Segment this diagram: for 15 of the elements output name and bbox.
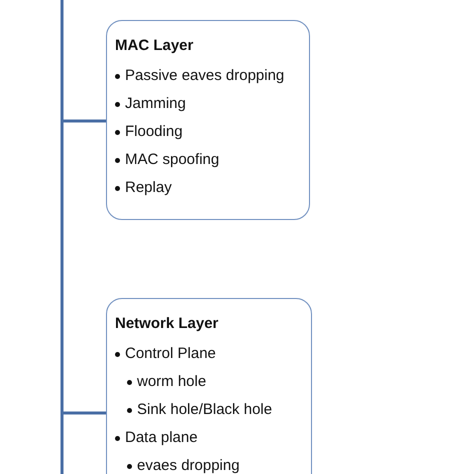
layer-box [106,298,312,474]
bullet-item: Replay [125,178,172,198]
bullet-item: worm hole [137,372,206,392]
box-heading: MAC Layer [115,37,194,54]
box-heading: Network Layer [115,315,220,332]
bullet-item: Data plane [125,428,198,448]
bullet-item: Jamming [125,94,186,114]
layer-box [106,20,310,220]
connector-line [60,0,106,414]
bullet-item: Passive eaves dropping [125,66,284,86]
bullet-item: MAC spoofing [125,150,220,170]
bullet-item: Flooding [125,122,183,142]
bullet-item: Sink hole/Black hole [137,400,272,420]
bullet-item: evaes dropping [137,456,240,474]
bullet-item: Control Plane [125,344,216,364]
